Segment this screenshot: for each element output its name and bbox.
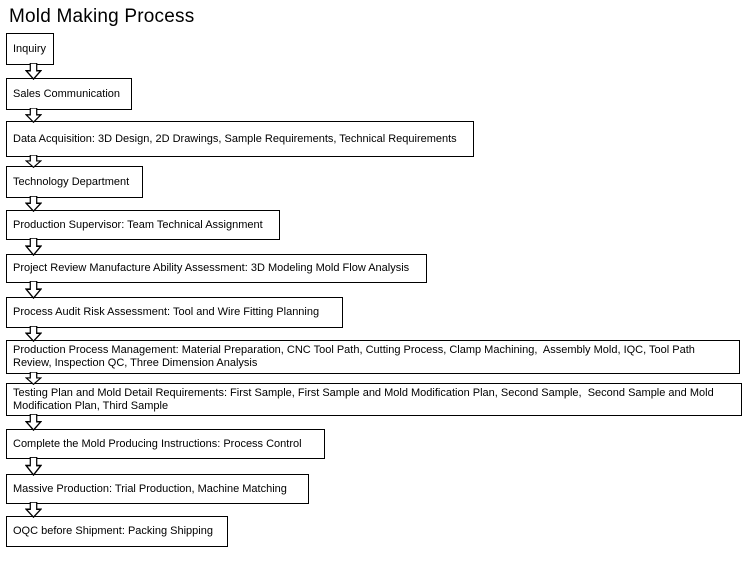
process-step-label: OQC before Shipment: Packing Shipping [13, 525, 213, 537]
page-title: Mold Making Process [9, 6, 195, 27]
process-step-label: Process Audit Risk Assessment: Tool and … [13, 306, 320, 318]
process-step-box: Production Supervisor: Team Technical As… [6, 210, 280, 240]
process-step-label: Project Review Manufacture Ability Asses… [13, 262, 410, 274]
down-block-arrow-icon [25, 372, 42, 385]
process-step-label: Massive Production: Trial Production, Ma… [13, 482, 287, 495]
down-block-arrow-icon [25, 502, 42, 518]
process-step-box: Inquiry [6, 33, 54, 65]
process-step-box: Project Review Manufacture Ability Asses… [6, 254, 427, 283]
process-step-box: Process Audit Risk Assessment: Tool and … [6, 297, 343, 328]
process-step-label: Testing Plan and Mold Detail Requirement… [13, 386, 717, 412]
down-block-arrow-icon [25, 457, 42, 476]
down-block-arrow-icon [25, 414, 42, 431]
process-step-label: Sales Communication [13, 87, 120, 100]
down-block-arrow-icon [25, 63, 42, 80]
process-step-box: OQC before Shipment: Packing Shipping [6, 516, 228, 547]
process-step-box: Complete the Mold Producing Instructions… [6, 429, 325, 459]
process-step-box: Sales Communication [6, 78, 132, 110]
process-step-box: Production Process Management: Material … [6, 340, 740, 374]
process-step-box: Testing Plan and Mold Detail Requirement… [6, 383, 742, 416]
down-block-arrow-icon [25, 326, 42, 342]
down-block-arrow-icon [25, 155, 42, 168]
process-step-box: Data Acquisition: 3D Design, 2D Drawings… [6, 121, 474, 157]
down-block-arrow-icon [25, 238, 42, 256]
process-step-label: Inquiry [13, 42, 47, 55]
down-block-arrow-icon [25, 281, 42, 299]
process-step-label: Production Process Management: Material … [13, 344, 698, 369]
process-step-label: Technology Department [13, 175, 130, 188]
process-step-label: Complete the Mold Producing Instructions… [13, 437, 302, 450]
process-step-label: Data Acquisition: 3D Design, 2D Drawings… [13, 132, 457, 145]
process-step-box: Technology Department [6, 166, 143, 198]
down-block-arrow-icon [25, 196, 42, 212]
down-block-arrow-icon [25, 108, 42, 123]
process-step-label: Production Supervisor: Team Technical As… [13, 218, 263, 231]
process-step-box: Massive Production: Trial Production, Ma… [6, 474, 309, 504]
